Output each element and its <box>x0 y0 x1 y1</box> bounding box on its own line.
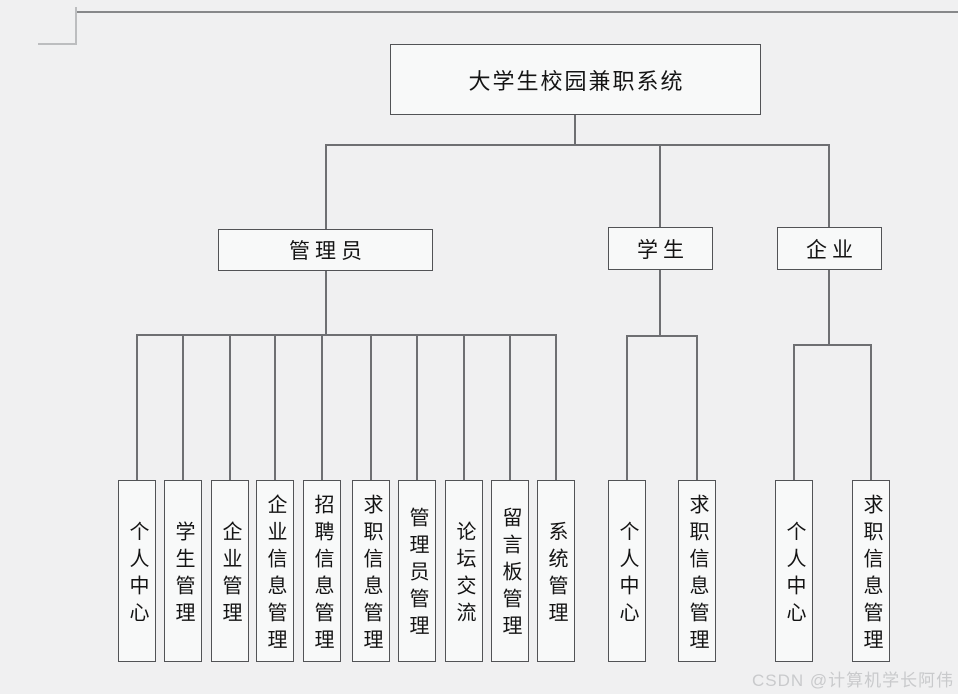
page-edge-top-line <box>76 11 958 13</box>
leaf-node-admin-forum: 论坛交流 <box>445 480 483 662</box>
connector-enterprise-trunk <box>828 270 830 346</box>
leaf-node-admin-system-mgmt: 系统管理 <box>537 480 575 662</box>
leaf-node-student-jobseek-info: 求职信息管理 <box>678 480 716 662</box>
leaf-label: 个人中心 <box>126 520 148 629</box>
branch-node-admin: 管理员 <box>218 229 433 271</box>
connector-enterprise-drop-2 <box>870 344 872 481</box>
connector-enterprise-drop-1 <box>793 344 795 481</box>
leaf-node-student-personal-center: 个人中心 <box>608 480 646 662</box>
branch-node-enterprise: 企业 <box>777 227 882 270</box>
connector-admin-drop-9 <box>509 334 511 481</box>
connector-admin-drop-3 <box>229 334 231 481</box>
leaf-label: 招聘信息管理 <box>311 493 333 656</box>
connector-drop-admin <box>325 144 327 230</box>
leaf-label: 求职信息管理 <box>686 493 708 656</box>
page-corner-horizontal-line <box>38 43 77 45</box>
leaf-label: 管理员管理 <box>406 507 428 642</box>
connector-admin-drop-7 <box>416 334 418 481</box>
connector-student-drop-1 <box>626 335 628 481</box>
leaf-label: 个人中心 <box>783 520 805 629</box>
connector-admin-drop-1 <box>136 334 138 481</box>
leaf-node-enterprise-personal-center: 个人中心 <box>775 480 813 662</box>
connector-student-bus <box>626 335 698 337</box>
connector-admin-drop-2 <box>182 334 184 481</box>
connector-student-drop-2 <box>696 335 698 481</box>
leaf-node-enterprise-jobseek-info: 求职信息管理 <box>852 480 890 662</box>
leaf-label: 企业信息管理 <box>264 493 286 656</box>
leaf-label: 求职信息管理 <box>360 493 382 656</box>
branch-node-student: 学生 <box>608 227 713 270</box>
leaf-label: 个人中心 <box>616 520 638 629</box>
root-node: 大学生校园兼职系统 <box>390 44 761 115</box>
leaf-node-admin-student-mgmt: 学生管理 <box>164 480 202 662</box>
connector-admin-drop-4 <box>274 334 276 481</box>
leaf-node-admin-recruit-info: 招聘信息管理 <box>303 480 341 662</box>
watermark: CSDN @计算机学长阿伟 <box>752 671 955 690</box>
leaf-node-admin-admin-mgmt: 管理员管理 <box>398 480 436 662</box>
leaf-node-admin-message-board: 留言板管理 <box>491 480 529 662</box>
connector-drop-student <box>659 144 661 228</box>
connector-admin-drop-6 <box>370 334 372 481</box>
leaf-node-admin-personal-center: 个人中心 <box>118 480 156 662</box>
leaf-node-admin-enterprise-info: 企业信息管理 <box>256 480 294 662</box>
leaf-label: 求职信息管理 <box>860 493 882 656</box>
connector-admin-trunk <box>325 270 327 335</box>
connector-admin-bus <box>136 334 557 336</box>
page-corner-vertical-line <box>75 7 77 45</box>
connector-admin-drop-8 <box>463 334 465 481</box>
leaf-label: 学生管理 <box>172 520 194 629</box>
leaf-label: 论坛交流 <box>453 520 475 629</box>
connector-admin-drop-5 <box>321 334 323 481</box>
leaf-label: 系统管理 <box>545 520 567 629</box>
leaf-label: 留言板管理 <box>499 507 521 642</box>
leaf-label: 企业管理 <box>219 520 241 629</box>
connector-admin-drop-10 <box>555 334 557 481</box>
connector-student-trunk <box>659 270 661 336</box>
leaf-node-admin-enterprise-mgmt: 企业管理 <box>211 480 249 662</box>
connector-root-trunk <box>574 115 576 145</box>
connector-enterprise-bus <box>793 344 872 346</box>
connector-level1-bus <box>325 144 830 146</box>
connector-drop-enterprise <box>828 144 830 228</box>
leaf-node-admin-jobseek-info: 求职信息管理 <box>352 480 390 662</box>
